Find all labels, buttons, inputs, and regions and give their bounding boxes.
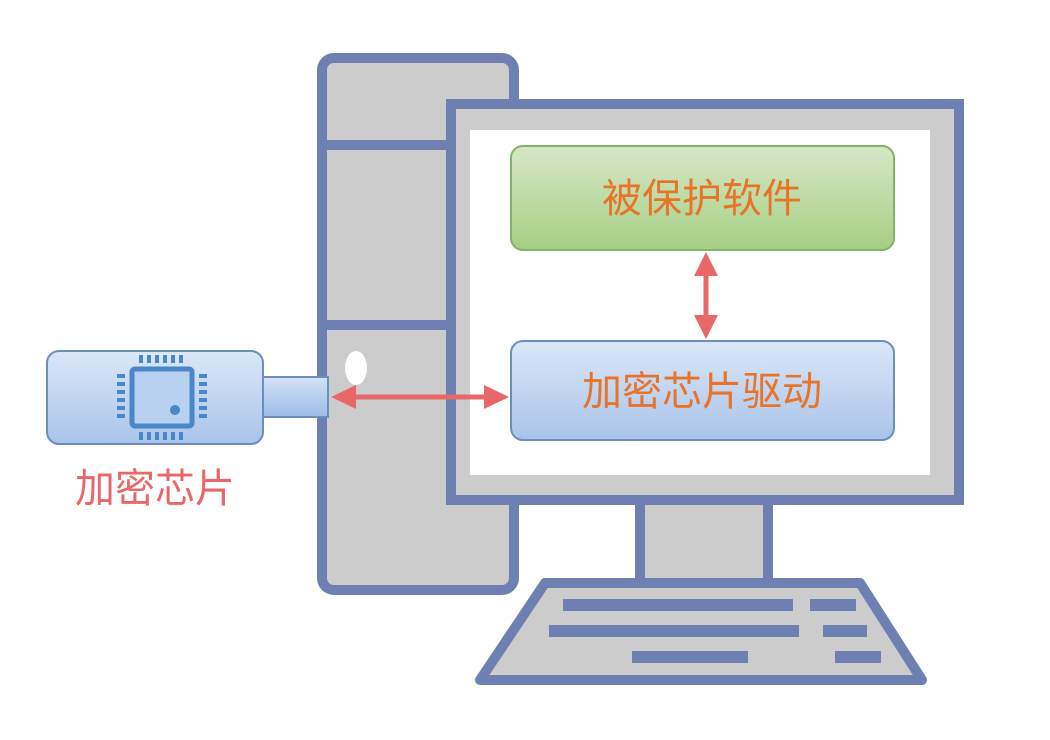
chip-icon-body [129,366,195,429]
keyboard-key-row2 [549,625,799,637]
monitor-stand [635,491,773,591]
monitor-neck [635,491,773,591]
usb-plug [261,376,329,418]
vertical-double-arrow [694,252,718,339]
chip-driver-label: 加密芯片驱动 [582,369,822,415]
keyboard-key-row1 [563,599,793,611]
chip-label: 加密芯片 [75,466,235,512]
keyboard [475,578,927,685]
vertical-arrow-head-up [694,252,718,276]
keyboard-key-row3 [632,651,748,663]
keyboard-key-row3-short [835,651,881,663]
vertical-arrow-head-down [694,315,718,339]
keyboard-key-row1-short [810,599,856,611]
protected-software-rect [510,145,895,251]
chip-driver-box: 加密芯片驱动 [510,340,895,441]
horizontal-double-arrow [331,385,509,409]
horizontal-arrow-head-right [484,385,509,409]
tower-power-button [345,351,367,385]
keyboard-key-row2-short [823,625,867,637]
chip-icon [117,355,207,440]
chip-icon-dot [170,405,180,415]
protected-software-box: 被保护软件 [510,145,895,251]
usb-dongle [46,350,329,445]
protected-software-label: 被保护软件 [602,176,802,222]
horizontal-arrow-head-left [331,385,356,409]
chip-driver-rect [510,340,895,441]
